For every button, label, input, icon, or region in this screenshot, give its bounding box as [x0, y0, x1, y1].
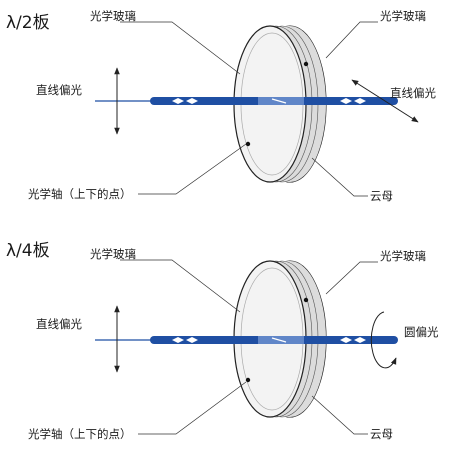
optic-axis-dot-bottom	[245, 141, 251, 147]
light-beam	[95, 97, 398, 105]
quarter-wave-plate-panel: λ/4板 光学玻璃	[6, 241, 439, 441]
panel-title: λ/2板	[6, 13, 50, 33]
glass-right-label: 光学玻璃	[380, 249, 426, 263]
circular-polarization-arrow	[370, 311, 397, 369]
optic-axis-dot-top	[303, 297, 309, 303]
axis-leader	[138, 381, 247, 435]
mica-label: 云母	[370, 427, 393, 441]
mica-leader	[311, 157, 368, 197]
optic-axis-label: 光学轴（上下的点）	[28, 427, 132, 441]
glass-right-leader	[325, 261, 378, 295]
optic-axis-label: 光学轴（上下的点）	[28, 187, 132, 201]
output-polarization-label: 直线偏光	[390, 86, 436, 100]
optic-axis-dot-top	[303, 61, 309, 67]
panel-title: λ/4板	[6, 241, 50, 261]
half-wave-plate-panel: λ/2板	[6, 9, 436, 203]
glass-right-leader	[325, 21, 378, 59]
glass-left-leader	[120, 259, 241, 313]
axis-leader	[138, 143, 247, 195]
mica-label: 云母	[370, 189, 393, 203]
input-polarization-label: 直线偏光	[36, 317, 82, 331]
glass-left-label: 光学玻璃	[90, 9, 136, 23]
mica-leader	[311, 395, 368, 435]
glass-right-label: 光学玻璃	[380, 9, 426, 23]
glass-left-label: 光学玻璃	[90, 247, 136, 261]
output-polarization-arrow	[351, 79, 419, 123]
optic-axis-dot-bottom	[245, 377, 251, 383]
glass-left-leader	[120, 21, 241, 75]
output-polarization-label: 圆偏光	[404, 325, 439, 339]
light-beam	[95, 336, 398, 344]
input-polarization-label: 直线偏光	[36, 83, 82, 97]
